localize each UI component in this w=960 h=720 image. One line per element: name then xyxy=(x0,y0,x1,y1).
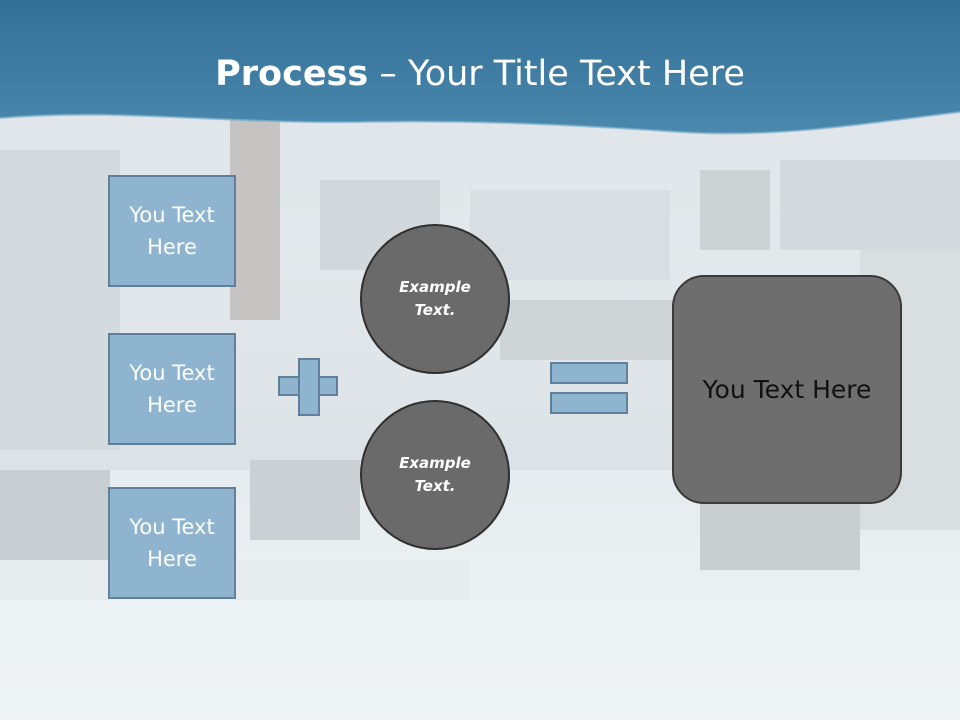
result-box: You Text Here xyxy=(672,275,902,504)
input-box-2: You Text Here xyxy=(108,333,236,445)
title-banner xyxy=(0,0,960,135)
title-rest: – Your Title Text Here xyxy=(368,54,745,94)
title-bold: Process xyxy=(215,54,369,94)
circle-label: Example Text. xyxy=(399,278,471,319)
example-circle-2: Example Text. xyxy=(360,400,510,550)
input-box-1: You Text Here xyxy=(108,175,236,287)
circle-label: Example Text. xyxy=(399,454,471,495)
example-circle-1: Example Text. xyxy=(360,224,510,374)
page-title: Process – Your Title Text Here xyxy=(0,52,960,96)
input-box-3: You Text Here xyxy=(108,487,236,599)
